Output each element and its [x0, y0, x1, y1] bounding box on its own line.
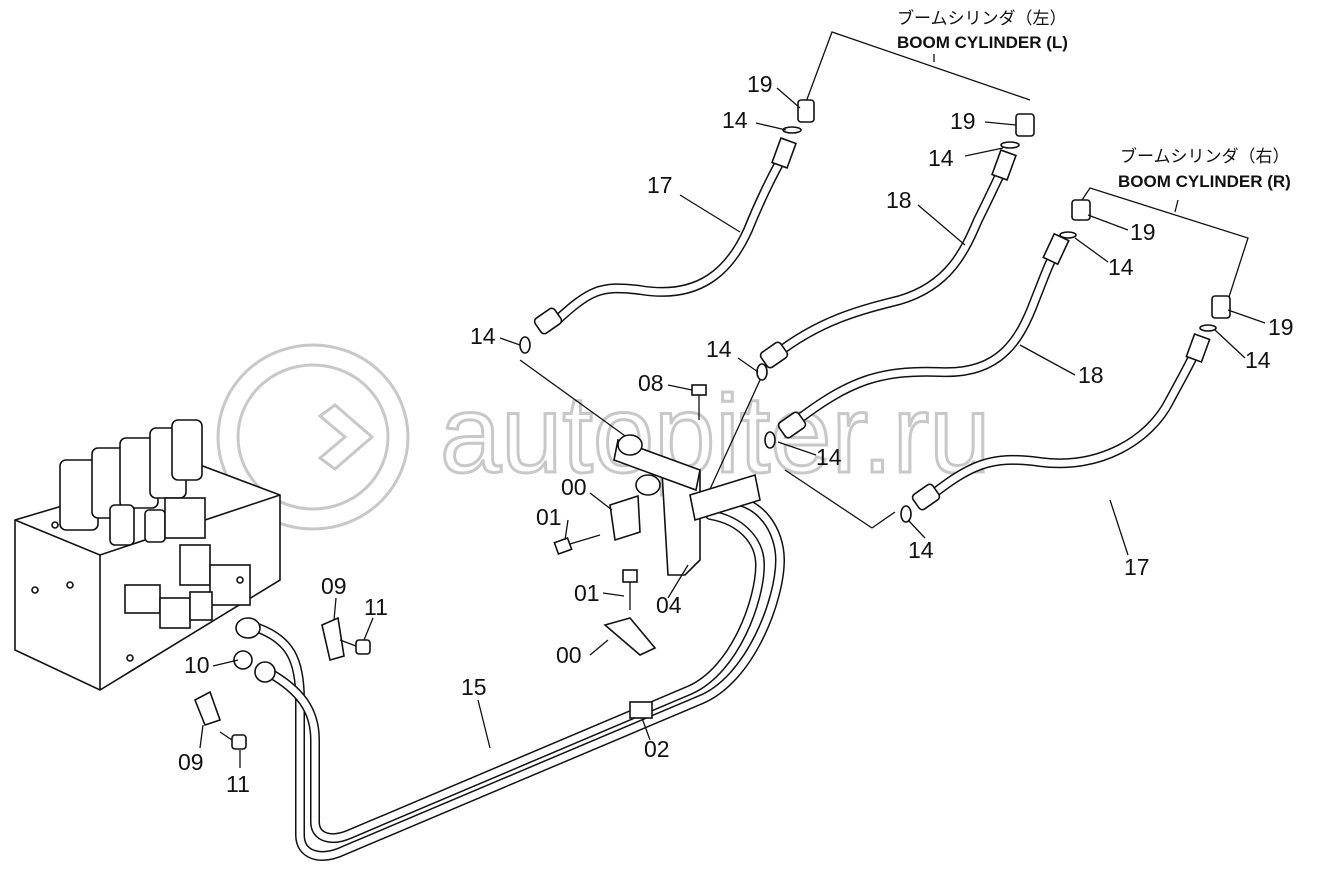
part-labels: 19 14 19 14 17 18 19 14 19 14 14 14 18 0… [178, 71, 1294, 797]
fitting-group [533, 99, 1231, 511]
label-09: 09 [178, 749, 204, 775]
plate-02 [629, 701, 653, 719]
label-14: 14 [470, 323, 496, 349]
bolt-11-lower [219, 731, 247, 750]
leader-lines [199, 87, 1266, 768]
label-15: 15 [461, 674, 487, 700]
label-00: 00 [561, 474, 587, 500]
bolt-01-lower [622, 569, 638, 610]
label-01: 01 [536, 504, 562, 530]
label-18: 18 [886, 187, 912, 213]
label-08: 08 [638, 370, 664, 396]
label-14: 14 [722, 107, 748, 133]
pipe-bracket-04 [613, 434, 761, 576]
boom-left-bracket [805, 31, 1031, 103]
control-valve [14, 419, 281, 691]
label-17: 17 [647, 172, 673, 198]
clamp-00-lower [603, 617, 657, 656]
bolt-11-upper [339, 639, 371, 655]
alignment-lines [519, 359, 896, 529]
label-19: 19 [950, 108, 976, 134]
hose-17-right [923, 341, 1203, 503]
label-10: 10 [184, 652, 210, 678]
boom-right-en-label: BOOM CYLINDER (R) [1118, 172, 1291, 191]
label-02: 02 [644, 736, 670, 762]
label-14: 14 [816, 444, 842, 470]
clamp-09-upper [321, 616, 345, 662]
label-19: 19 [1130, 219, 1156, 245]
clamp-09-lower [193, 690, 222, 726]
label-19: 19 [747, 71, 773, 97]
label-17: 17 [1124, 554, 1150, 580]
label-18: 18 [1078, 362, 1104, 388]
boom-right-bracket [1081, 187, 1249, 301]
clamp-00-upper [609, 494, 641, 542]
label-00: 00 [556, 642, 582, 668]
label-14: 14 [1245, 347, 1271, 373]
hose-17-left [550, 153, 787, 327]
bolt-01-upper [553, 534, 601, 556]
boom-left-jp-label: ブームシリンダ（左） [897, 8, 1067, 29]
label-11: 11 [364, 594, 388, 620]
pipe-15 [253, 495, 785, 861]
label-09: 09 [321, 573, 347, 599]
label-14: 14 [1108, 254, 1134, 280]
label-11: 11 [226, 771, 250, 797]
hose-18-right [790, 243, 1063, 427]
label-04: 04 [656, 592, 682, 618]
label-19: 19 [1268, 314, 1294, 340]
boom-right-jp-label: ブームシリンダ（右） [1120, 146, 1290, 167]
label-01: 01 [574, 580, 600, 606]
label-14: 14 [908, 537, 934, 563]
watermark: autopiter.ru [216, 343, 992, 531]
hose-18-left [770, 163, 1008, 360]
label-14: 14 [706, 336, 732, 362]
o-rings [233, 126, 1217, 670]
label-14: 14 [928, 145, 954, 171]
boom-left-en-label: BOOM CYLINDER (L) [897, 33, 1068, 52]
